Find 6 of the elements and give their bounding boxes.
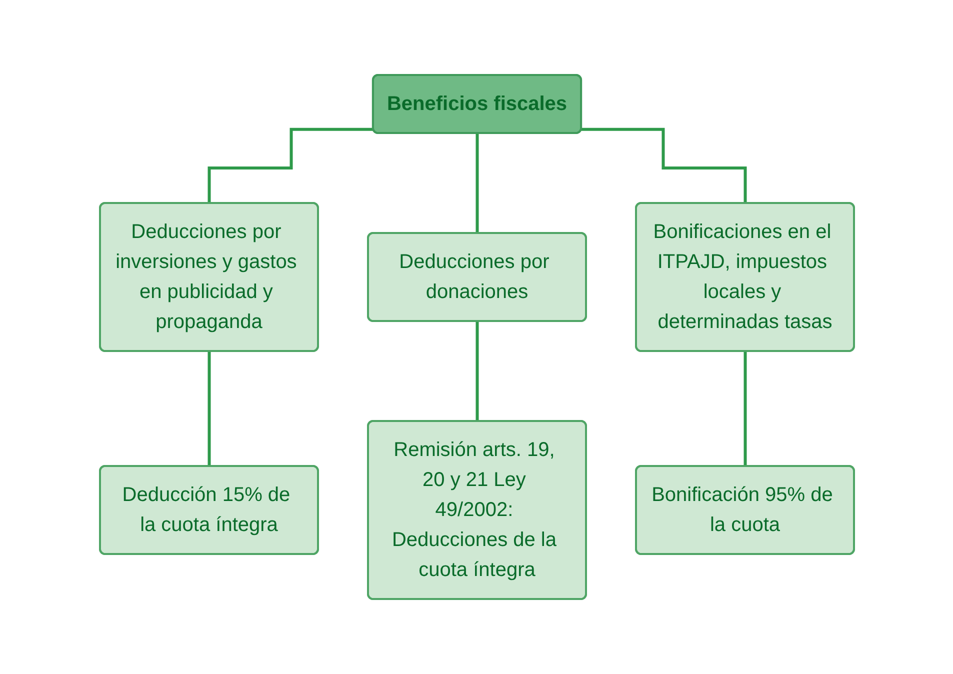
connector — [207, 350, 210, 468]
connector — [475, 320, 478, 423]
connector — [580, 128, 746, 205]
connector — [475, 132, 478, 235]
connector — [207, 128, 374, 205]
connector — [743, 350, 746, 468]
